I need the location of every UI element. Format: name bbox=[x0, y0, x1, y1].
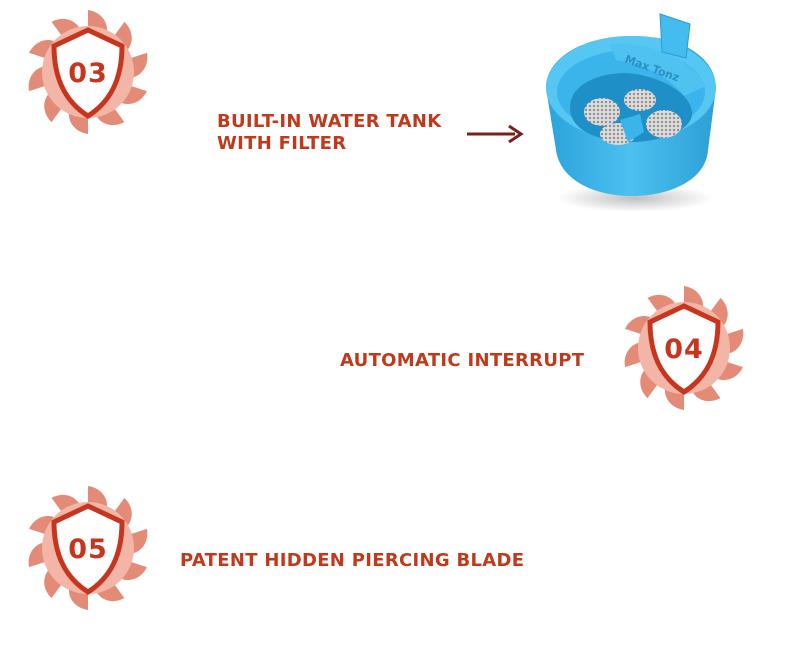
badge-number: 04 bbox=[664, 333, 704, 365]
feature-05-line1: PATENT HIDDEN PIERCING BLADE bbox=[180, 550, 525, 571]
feature-03-text: BUILT-IN WATER TANK WITH FILTER bbox=[217, 111, 441, 155]
feature-04-line1: AUTOMATIC INTERRUPT bbox=[340, 350, 585, 371]
feature-03-line1: BUILT-IN WATER TANK bbox=[217, 111, 442, 132]
badge-number: 03 bbox=[68, 57, 108, 89]
badge-03: 03 bbox=[22, 6, 154, 138]
shield-badge-icon bbox=[624, 286, 744, 410]
badge-number: 05 bbox=[68, 533, 108, 565]
shield-badge-icon bbox=[28, 486, 148, 610]
badge-05: 05 bbox=[22, 482, 154, 614]
water-tank-image: Max Tonz bbox=[546, 13, 716, 212]
arrow-right-icon bbox=[467, 124, 524, 144]
shield-badge-icon bbox=[28, 10, 148, 134]
feature-05-text: PATENT HIDDEN PIERCING BLADE bbox=[180, 550, 524, 572]
feature-03-line2: WITH FILTER bbox=[217, 133, 347, 154]
badge-04: 04 bbox=[618, 282, 750, 414]
feature-04-text: AUTOMATIC INTERRUPT bbox=[340, 350, 584, 372]
